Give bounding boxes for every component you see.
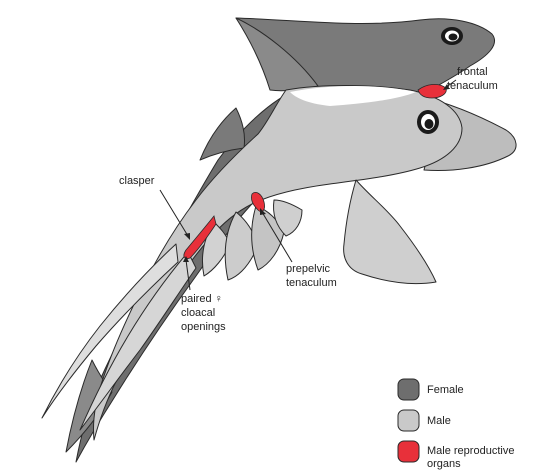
label-cloacal: cloacal <box>181 307 215 319</box>
legend-swatch-male <box>398 410 419 431</box>
label-frontal: frontal <box>457 66 488 78</box>
label-prepelvic-tenaculum: tenaculum <box>286 277 337 289</box>
legend: Female Male Male reproductive organs <box>398 379 514 470</box>
label-paired: paired ♀ <box>181 293 223 305</box>
legend-label-male: Male <box>427 415 451 427</box>
male-pupil <box>425 119 434 129</box>
label-openings: openings <box>181 321 226 333</box>
legend-swatch-reproductive <box>398 441 419 462</box>
female-pupil <box>449 34 458 41</box>
label-clasper: clasper <box>119 175 155 187</box>
male-lower-pectoral-fin <box>344 180 436 284</box>
legend-label-female: Female <box>427 384 464 396</box>
legend-label-reproductive: Male reproductive <box>427 445 514 457</box>
label-prepelvic: prepelvic <box>286 263 331 275</box>
legend-swatch-female <box>398 379 419 400</box>
clasper-leader-arrow <box>160 190 188 236</box>
legend-label-reproductive-organs: organs <box>427 458 461 470</box>
label-frontal-tenaculum: tenaculum <box>447 80 498 92</box>
